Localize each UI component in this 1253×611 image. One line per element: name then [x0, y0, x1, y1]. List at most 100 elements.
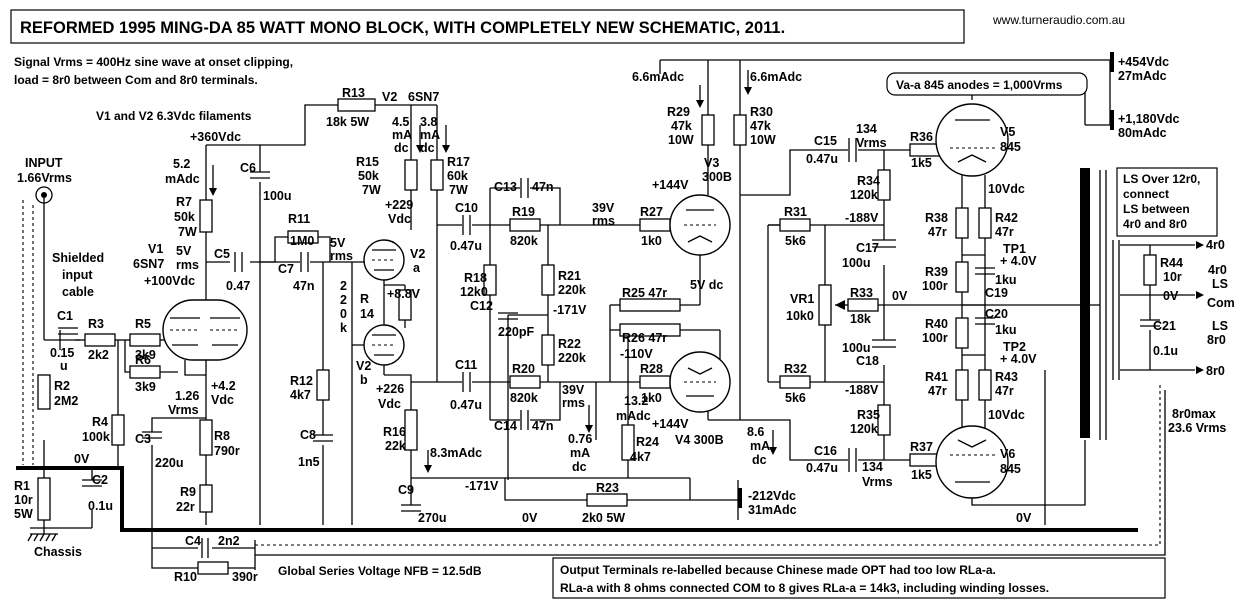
label-rail-31ma: 31mAdc: [748, 503, 797, 517]
vr1-wiper-icon: [835, 300, 845, 310]
svg-text:C14: C14: [494, 419, 517, 433]
svg-text:R18: R18: [464, 271, 487, 285]
label-360v: +360Vdc: [190, 130, 241, 144]
resistor-r25: [619, 298, 681, 312]
svg-text:C21: C21: [1153, 319, 1176, 333]
svg-text:R12: R12: [290, 374, 313, 388]
svg-text:R21: R21: [558, 269, 581, 283]
svg-text:R2: R2: [54, 379, 70, 393]
label-8-8v: +8.8V: [387, 287, 421, 301]
label-226: +226: [376, 382, 404, 396]
svg-text:R: R: [360, 292, 369, 306]
label-out-4r0: 4r0: [1206, 238, 1225, 252]
svg-text:C9: C9: [398, 483, 414, 497]
label-v3-type: 300B: [702, 170, 732, 184]
svg-text:R32: R32: [784, 362, 807, 376]
svg-text:60k: 60k: [447, 169, 468, 183]
label-shielded-2: input: [62, 268, 93, 282]
resistor-r8: [199, 419, 213, 456]
tube-v6: [935, 425, 1009, 499]
svg-text:C8: C8: [300, 428, 316, 442]
svg-text:47n: 47n: [293, 279, 315, 293]
svg-text:R22: R22: [558, 337, 581, 351]
svg-text:C2: C2: [92, 473, 108, 487]
resistor-r24: [621, 424, 635, 461]
svg-text:47r: 47r: [995, 384, 1014, 398]
label-0-76: 0.76: [568, 432, 592, 446]
va-a-box: [886, 72, 1088, 96]
label-out-8r0: 8r0: [1206, 364, 1225, 378]
svg-text:R43: R43: [995, 370, 1018, 384]
svg-text:7W: 7W: [449, 183, 468, 197]
title: REFORMED 1995 MING-DA 85 WATT MONO BLOCK…: [20, 19, 785, 37]
svg-text:1k0: 1k0: [641, 234, 662, 248]
svg-text:R20: R20: [512, 362, 535, 376]
svg-text:C17: C17: [856, 241, 879, 255]
label-1-26-vrms: Vrms: [168, 403, 199, 417]
resistor-r20: [509, 375, 541, 389]
svg-text:100u: 100u: [263, 189, 292, 203]
note-filaments: V1 and V2 6.3Vdc filaments: [96, 109, 252, 123]
svg-text:R17: R17: [447, 155, 470, 169]
svg-text:0.47u: 0.47u: [806, 152, 838, 166]
label-v2a-sub: a: [413, 261, 421, 275]
tube-v2a: [363, 239, 405, 281]
svg-text:R7: R7: [176, 195, 192, 209]
label-6-6-b: 6.6mAdc: [750, 70, 802, 84]
svg-text:C11: C11: [455, 358, 477, 372]
label-39v-top-rms: rms: [592, 214, 615, 228]
label-23-6-vrms: 23.6 Vrms: [1168, 421, 1226, 435]
svg-text:0: 0: [340, 307, 347, 321]
label-134-bot-vrms: Vrms: [862, 475, 893, 489]
svg-text:0.47: 0.47: [226, 279, 250, 293]
svg-text:220k: 220k: [558, 283, 586, 297]
label-229: +229: [385, 198, 413, 212]
labels: INPUT 1.66Vrms Shielded input cable V1 6…: [17, 55, 1235, 559]
chassis-ground-icon: [27, 528, 58, 542]
resistor-r40: [955, 317, 969, 349]
resistor-r15: [404, 159, 418, 191]
resistor-r6: [129, 365, 161, 379]
resistor-r1: [37, 477, 51, 521]
label-5v-dc: 5V dc: [690, 278, 723, 292]
svg-text:18k: 18k: [850, 312, 871, 326]
ground-bus: [16, 466, 1138, 532]
svg-text:R27: R27: [640, 205, 663, 219]
resistor-r42: [978, 207, 992, 239]
svg-text:10W: 10W: [750, 133, 776, 147]
svg-text:C20: C20: [985, 307, 1008, 321]
svg-text:100u: 100u: [842, 256, 871, 270]
label-v2: V2: [382, 90, 397, 104]
resistor-r43: [978, 369, 992, 401]
svg-text:220k: 220k: [558, 351, 586, 365]
resistor-r28: [639, 375, 671, 389]
svg-text:14: 14: [360, 307, 374, 321]
svg-text:220pF: 220pF: [498, 325, 534, 339]
svg-text:2M2: 2M2: [54, 394, 78, 408]
bottom-note-box: [552, 557, 1166, 599]
label-out-0v: 0V: [1163, 289, 1179, 303]
svg-text:10k0: 10k0: [786, 309, 814, 323]
svg-text:C3: C3: [135, 432, 151, 446]
svg-text:R31: R31: [784, 205, 807, 219]
label-neg110: -110V: [620, 347, 653, 361]
resistor-r10: [197, 561, 229, 575]
note-ls-over-4: 4r0 and 8r0: [1123, 217, 1187, 231]
svg-text:12k0: 12k0: [460, 285, 488, 299]
resistor-r11: [287, 230, 319, 244]
resistor-r23: [586, 493, 628, 507]
svg-text:1ku: 1ku: [995, 323, 1017, 337]
label-5v-rms: 5V: [330, 236, 346, 250]
label-tp2-v: + 4.0V: [1000, 352, 1037, 366]
svg-text:R19: R19: [512, 205, 535, 219]
svg-text:820k: 820k: [510, 234, 538, 248]
resistor-r2: [37, 374, 51, 410]
resistor-r19: [509, 218, 541, 232]
svg-text:R42: R42: [995, 211, 1018, 225]
label-v1-rms: rms: [176, 258, 199, 272]
label-v2b: V2: [356, 359, 371, 373]
ls-over-box: [1116, 167, 1218, 237]
label-13-2: 13.2: [624, 394, 648, 408]
label-144-bot: +144V: [652, 417, 689, 431]
svg-text:0.47u: 0.47u: [450, 239, 482, 253]
